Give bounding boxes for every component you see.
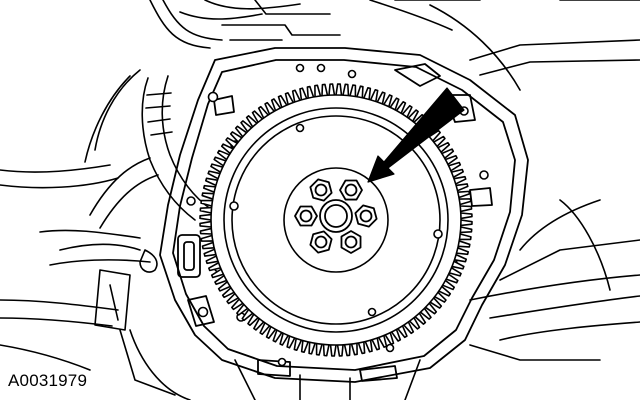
flywheel-bolt-face xyxy=(344,235,358,249)
flywheel-bolt-face xyxy=(359,209,373,223)
flywheel-bolts xyxy=(294,178,378,254)
flywheel-bolt-face xyxy=(344,183,358,197)
flywheel-bolt-face xyxy=(299,209,313,223)
flywheel-bolt-face xyxy=(314,183,328,197)
adapter-plate xyxy=(159,47,529,383)
flywheel-holes xyxy=(229,123,443,317)
pointer-arrow xyxy=(367,87,465,183)
figure-id-label: A0031979 xyxy=(8,371,88,390)
crankshaft-hub xyxy=(319,199,353,233)
flywheel-bolt-face xyxy=(314,235,328,249)
